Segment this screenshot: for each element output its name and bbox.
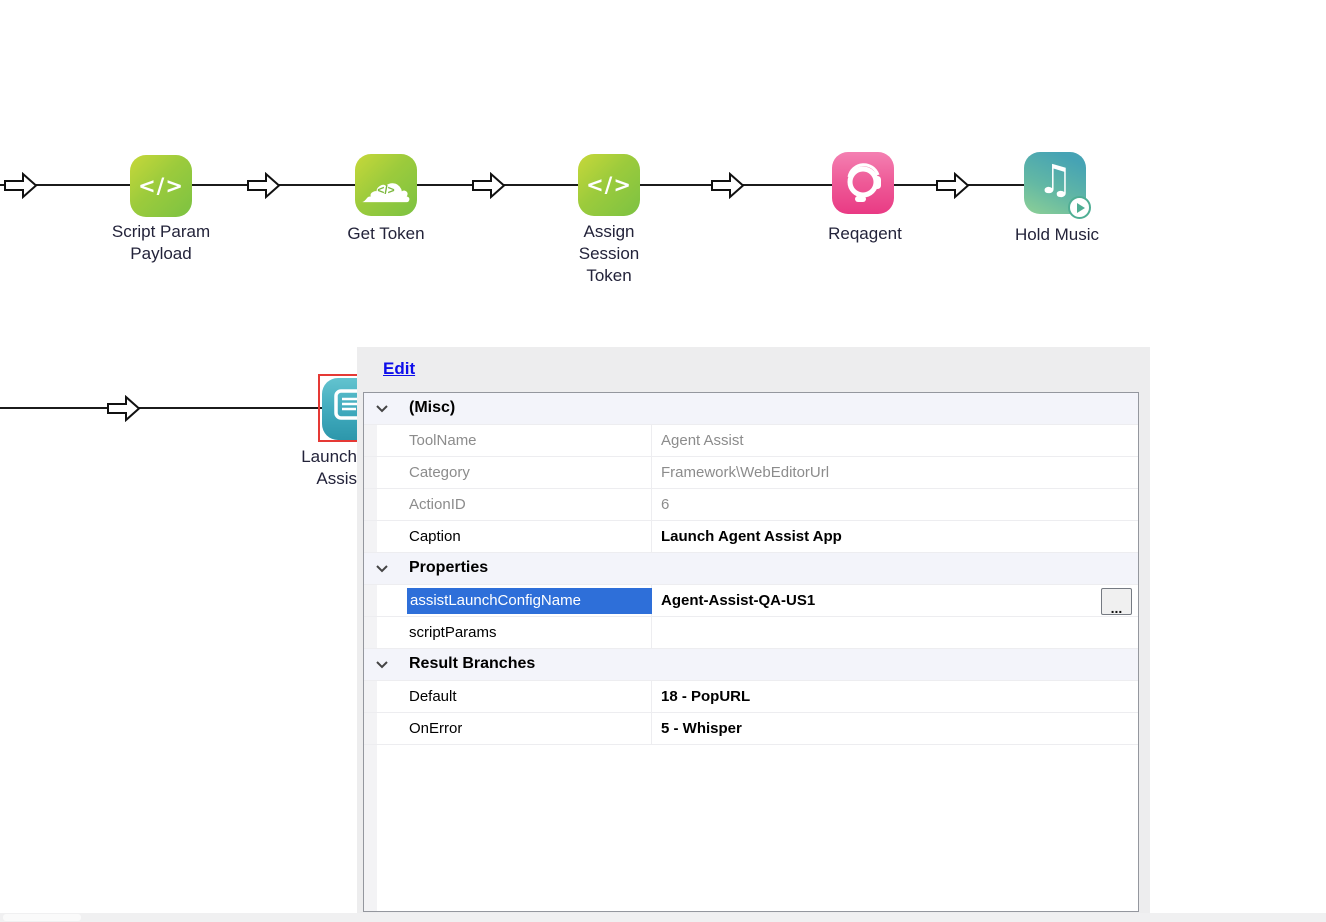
properties-panel: Edit (Misc) ToolName Agent Assist Catego… (357, 347, 1150, 922)
selected-property-label: assistLaunchConfigName (407, 588, 652, 614)
node-label-assign-session-token: Assign Session Token (578, 222, 640, 285)
node-label-reqagent: Reqagent (828, 224, 902, 243)
flow-arrow-icon[interactable] (4, 172, 38, 199)
flow-arrow-icon[interactable] (936, 172, 970, 199)
node-assign-session-token[interactable]: </> (578, 154, 640, 216)
flow-connector-line (0, 184, 1028, 186)
category-row-result-branches[interactable]: Result Branches (364, 649, 1138, 681)
property-row-caption[interactable]: Caption Launch Agent Assist App (364, 521, 1138, 553)
property-row-actionid[interactable]: ActionID 6 (364, 489, 1138, 521)
flow-connector-line (0, 407, 330, 409)
node-label-script-param-payload: Script Param Payload (111, 222, 211, 263)
node-script-param-payload[interactable]: </> (130, 155, 192, 217)
node-label-get-token: Get Token (347, 224, 425, 243)
code-icon: </> (138, 174, 184, 198)
agent-headset-icon (847, 163, 881, 202)
chevron-down-icon[interactable] (376, 661, 388, 669)
ellipsis-button[interactable]: ... (1101, 588, 1132, 615)
category-row-misc[interactable]: (Misc) (364, 393, 1138, 425)
chevron-down-icon[interactable] (376, 565, 388, 573)
category-row-properties[interactable]: Properties (364, 553, 1138, 585)
property-row-assistlaunchconfigname[interactable]: assistLaunchConfigName Agent-Assist-QA-U… (364, 585, 1138, 617)
node-hold-music[interactable]: ♫ (1024, 152, 1091, 219)
property-row-toolname[interactable]: ToolName Agent Assist (364, 425, 1138, 457)
property-row-category[interactable]: Category Framework\WebEditorUrl (364, 457, 1138, 489)
music-note-icon: ♫ (1037, 157, 1073, 203)
node-get-token[interactable]: ☁ </> (355, 154, 417, 216)
property-grid: (Misc) ToolName Agent Assist Category Fr… (363, 392, 1139, 912)
code-icon: </> (586, 173, 632, 197)
flow-arrow-icon[interactable] (472, 172, 506, 199)
chevron-down-icon[interactable] (376, 405, 388, 413)
property-row-scriptparams[interactable]: scriptParams (364, 617, 1138, 649)
property-row-default[interactable]: Default 18 - PopURL (364, 681, 1138, 713)
flow-arrow-icon[interactable] (107, 395, 141, 422)
node-reqagent[interactable] (832, 152, 894, 214)
edit-link[interactable]: Edit (383, 359, 416, 378)
horizontal-scrollbar[interactable] (0, 913, 1326, 922)
play-badge-icon (1068, 196, 1091, 219)
scrollbar-thumb[interactable] (3, 914, 81, 921)
node-label-hold-music: Hold Music (1014, 225, 1100, 244)
flow-arrow-icon[interactable] (711, 172, 745, 199)
property-row-onerror[interactable]: OnError 5 - Whisper (364, 713, 1138, 745)
node-label-launch-agent-assist: Launch Assis (301, 447, 357, 488)
flow-arrow-icon[interactable] (247, 172, 281, 199)
cloud-code-icon: ☁ </> (360, 155, 412, 215)
